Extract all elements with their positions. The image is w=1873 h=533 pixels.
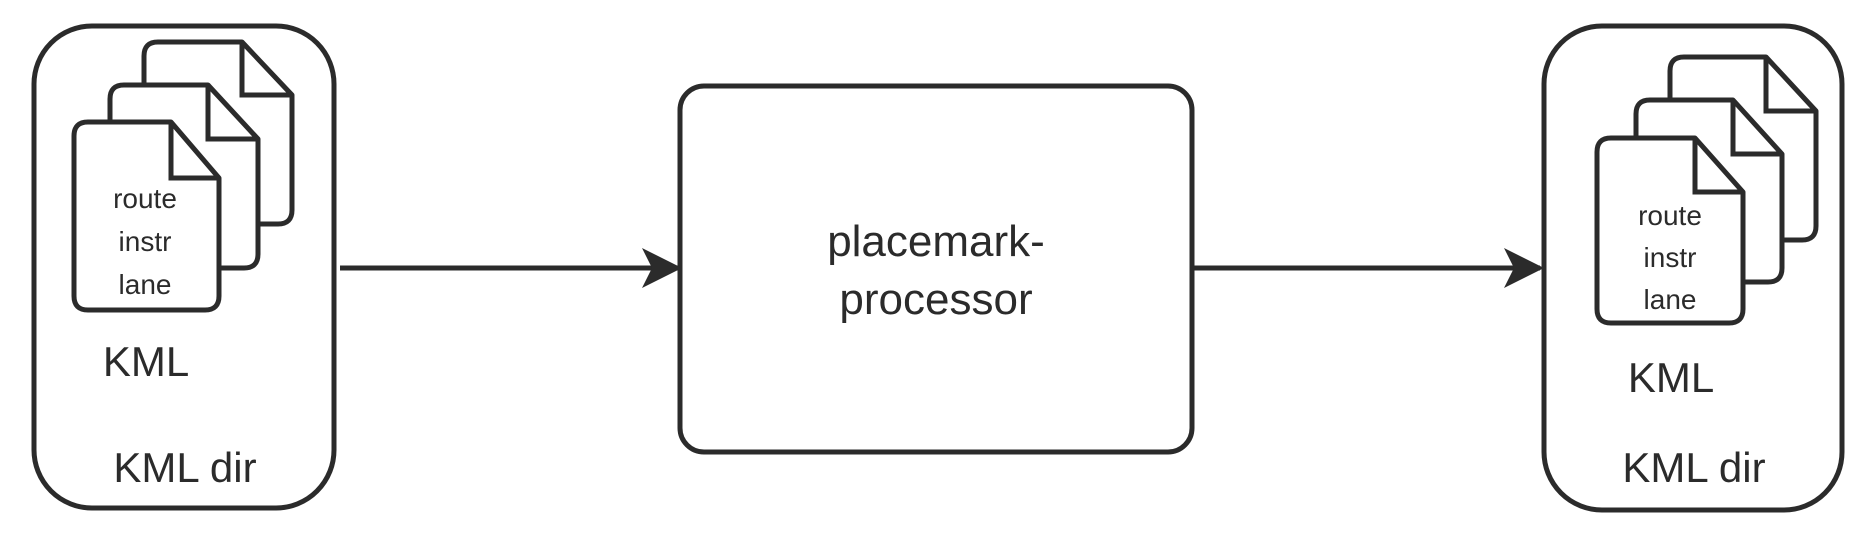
output-document-stack-icon: route instr lane [1594, 54, 1819, 326]
input-kml-dir: route instr lane KML KML dir [31, 23, 337, 511]
processor-node: placemark- processor [677, 83, 1195, 455]
input-file-label: KML [103, 338, 189, 385]
output-doc-line-instr: instr [1644, 242, 1697, 273]
output-file-label: KML [1628, 354, 1714, 401]
processor-box [677, 83, 1195, 455]
input-doc-line-instr: instr [119, 226, 172, 257]
input-doc-line-lane: lane [119, 269, 172, 300]
input-dir-label: KML dir [113, 444, 256, 491]
input-document-stack-icon: route instr lane [71, 39, 295, 313]
output-doc-line-lane: lane [1644, 284, 1697, 315]
output-kml-dir: route instr lane KML KML dir [1541, 23, 1845, 513]
input-doc-line-route: route [113, 183, 177, 214]
output-doc-line-route: route [1638, 200, 1702, 231]
output-dir-label: KML dir [1622, 444, 1765, 491]
processor-label-line2: processor [839, 275, 1032, 324]
processor-label-line1: placemark- [827, 217, 1045, 266]
